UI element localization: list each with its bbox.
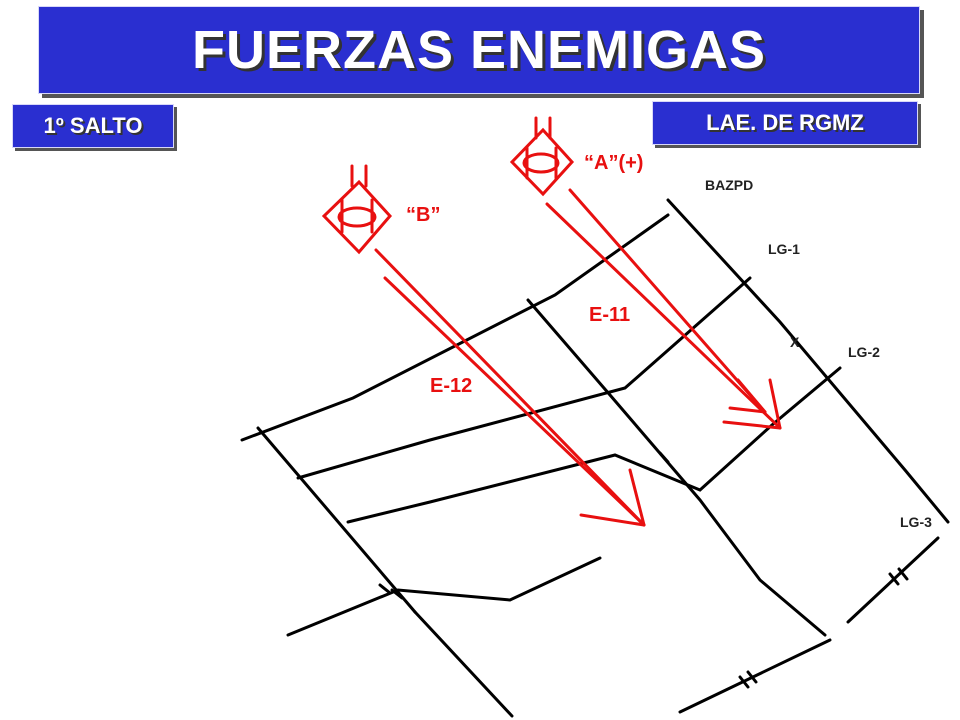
lg1-line [240,213,670,442]
arrow-e12 [374,248,646,527]
mark-right-a [888,572,900,586]
unit-a-symbol [509,116,575,197]
label-e12: E-12 [430,375,472,397]
boundary-lines [240,198,950,718]
lg2-line [296,276,752,480]
label-unit-b: “B” [406,204,440,226]
title-banner: FUERZAS ENEMIGAS [38,6,920,94]
phase-tag: 1º SALTO [12,104,174,148]
arrow-e11 [545,188,782,430]
enemy-forces [321,116,782,527]
label-x: X [790,334,800,350]
middle-boundary [526,298,827,637]
left-boundary-1 [256,426,417,614]
label-unit-a: “A”(+) [584,152,643,174]
lg5-line [678,638,832,714]
mark-bottom-b [746,670,758,684]
unit-b-symbol [321,164,393,255]
mark-right-b [897,567,909,581]
mark-mid [658,451,670,464]
label-lg1: LG-1 [768,241,800,257]
mark-lg4-a [378,583,392,595]
left-boundary-2 [413,610,514,718]
label-e11: E-11 [589,304,630,326]
label-lg2: LG-2 [848,344,880,360]
lg3-line [346,366,842,524]
label-lg3: LG-3 [900,514,932,530]
page-title: FUERZAS ENEMIGAS [191,20,767,80]
right-boundary [666,198,950,524]
mark-lg4-b [390,588,404,600]
mark-bottom-a [738,675,750,689]
label-bazpd: BAZPD [705,177,753,193]
unit-tag: LAE. DE RGMZ [652,101,918,145]
lg4-line [286,556,602,637]
